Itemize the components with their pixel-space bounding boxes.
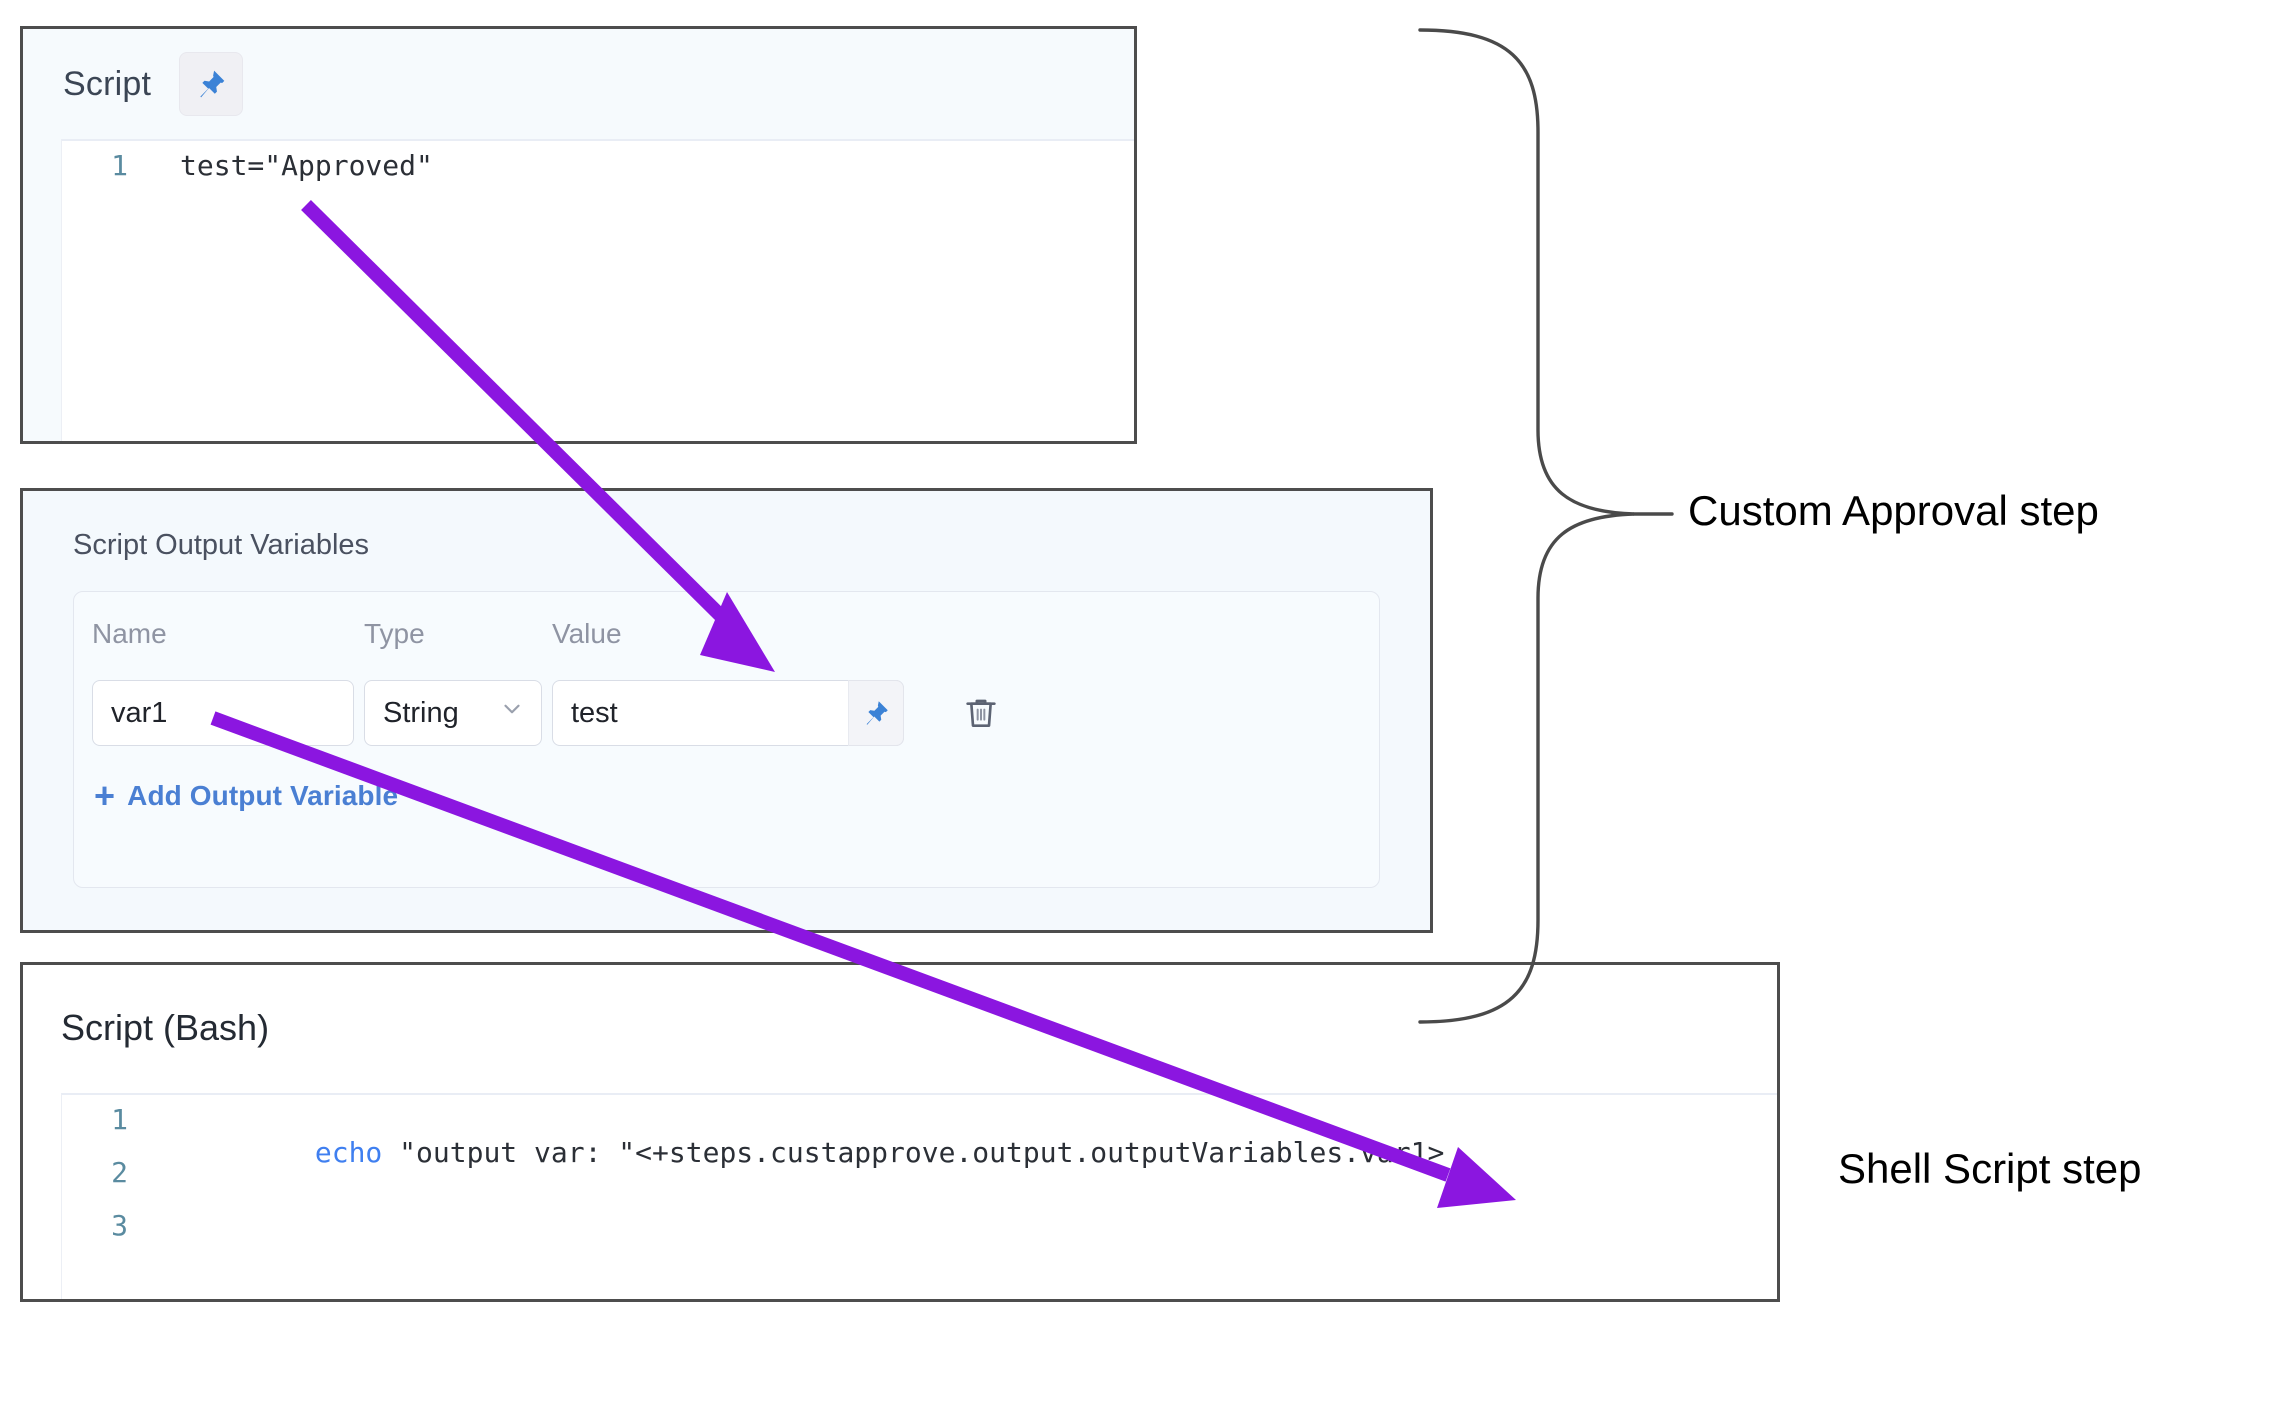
code-line-text — [128, 1201, 180, 1209]
variable-value-text: test — [571, 696, 618, 729]
code-line: 2 — [62, 1148, 1777, 1201]
pin-icon[interactable] — [179, 52, 244, 116]
line-number: 2 — [111, 1156, 128, 1189]
bash-code-editor[interactable]: 1 echo "output var: "<+steps.custapprove… — [61, 1093, 1777, 1299]
script-output-variables-panel: Script Output Variables Name Type Value … — [20, 488, 1433, 933]
variable-value-input[interactable]: test — [552, 680, 904, 746]
variable-type-value: String — [383, 696, 459, 729]
annotation-custom-approval-step: Custom Approval step — [1688, 487, 2099, 534]
output-variable-row: var1 String test — [74, 680, 1379, 754]
code-line: 3 — [62, 1201, 1777, 1254]
add-output-variable-label: Add Output Variable — [127, 780, 399, 811]
column-header-type: Type — [364, 618, 425, 649]
bash-script-panel: Script (Bash) 1 echo "output var: "<+ste… — [20, 962, 1780, 1302]
line-number: 3 — [111, 1209, 128, 1242]
code-line-text — [128, 1148, 180, 1156]
curly-brace-custom-approval — [1418, 28, 1674, 1024]
variable-name-input[interactable]: var1 — [92, 680, 354, 746]
pin-icon[interactable] — [848, 680, 904, 746]
script-panel: Script 1 test="Approved" — [20, 26, 1137, 444]
annotation-shell-script-step: Shell Script step — [1838, 1145, 2142, 1192]
code-line-rest: "output var: "<+steps.custapprove.output… — [382, 1136, 1445, 1169]
column-header-value: Value — [552, 618, 622, 649]
plus-icon: + — [94, 775, 116, 816]
code-line: 1 echo "output var: "<+steps.custapprove… — [62, 1095, 1777, 1169]
script-panel-header: Script — [23, 29, 1134, 139]
code-line-text: echo "output var: "<+steps.custapprove.o… — [128, 1095, 1444, 1202]
code-line: 1 test="Approved" — [62, 141, 1134, 194]
script-output-variables-title: Script Output Variables — [73, 529, 370, 561]
script-code-editor[interactable]: 1 test="Approved" — [61, 139, 1134, 441]
chevron-down-icon — [499, 696, 525, 730]
line-number: 1 — [111, 149, 128, 182]
add-output-variable-button[interactable]: + Add Output Variable — [94, 778, 398, 814]
code-keyword: echo — [314, 1136, 383, 1169]
bash-script-title: Script (Bash) — [61, 1007, 270, 1048]
output-variables-card: Name Type Value var1 String test — [73, 591, 1380, 888]
variable-type-select[interactable]: String — [364, 680, 542, 746]
output-variables-column-headers: Name Type Value — [74, 618, 1379, 658]
trash-icon[interactable] — [954, 686, 1008, 740]
code-line-text: test="Approved" — [180, 149, 433, 182]
script-panel-title: Script — [63, 64, 152, 103]
line-number: 1 — [111, 1103, 128, 1136]
column-header-name: Name — [92, 618, 167, 649]
